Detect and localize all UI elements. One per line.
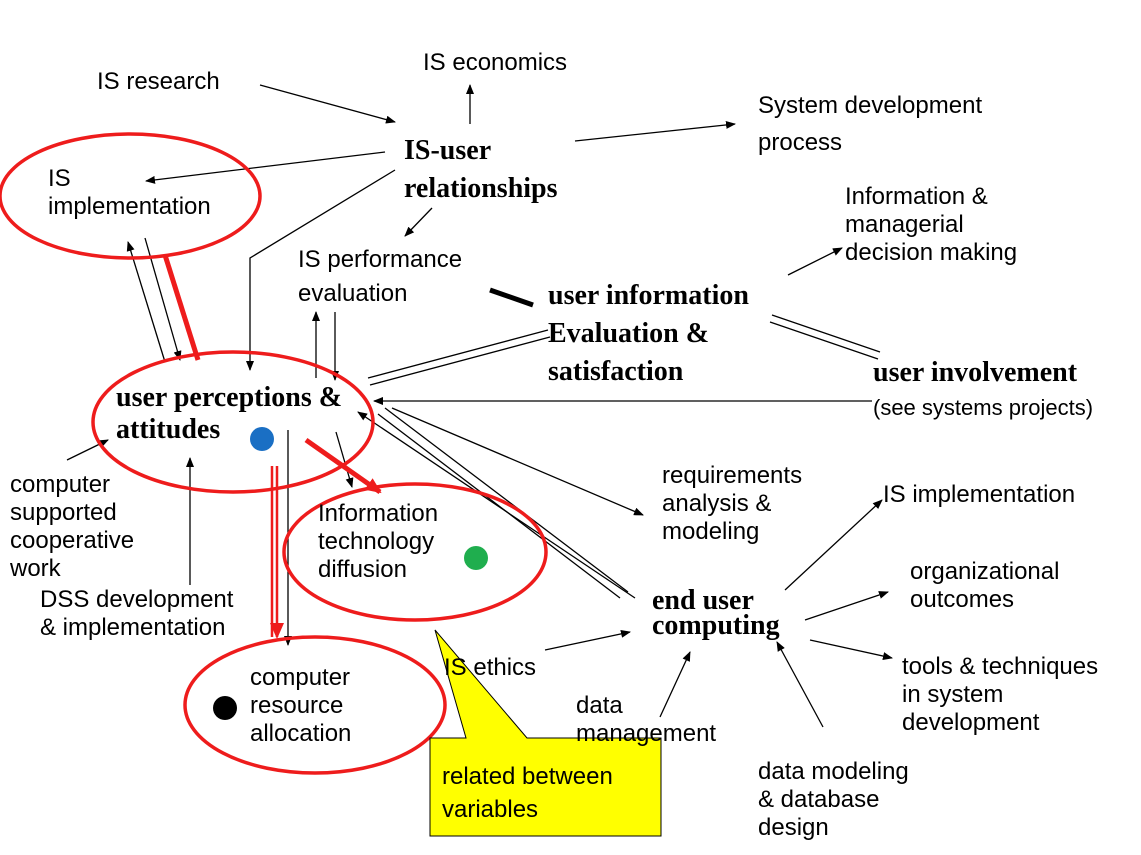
node-is-research: IS research [97, 68, 220, 95]
node-is-economics: IS economics [423, 49, 568, 76]
node-end-user-computing: end user computing [652, 585, 780, 641]
double-links [367, 314, 881, 599]
arrow-userinfo-to-managerial [787, 247, 843, 276]
red-link-implementation-perceptions [162, 254, 201, 361]
ellipse-computer-resource [183, 635, 447, 775]
arrow-datamgmt-to-enduser [659, 651, 691, 718]
arrow-perceptions-to-requirements [391, 407, 644, 516]
callout-box [429, 629, 662, 837]
ellipse-is-implementation [0, 132, 262, 260]
node-computer-resource: computer resource allocation [250, 664, 352, 747]
node-is-performance: IS performance evaluation [298, 246, 463, 307]
bold-dash [489, 287, 534, 308]
node-user-information: user information Evaluation & satisfacti… [548, 280, 749, 387]
arrow-relationships-to-perceptions [246, 169, 396, 371]
red-arrow-perceptions-to-diffusion [304, 437, 382, 495]
arrow-relationships-to-implementation [145, 151, 386, 184]
node-dss: DSS development & implementation [40, 586, 234, 641]
arrow-enduser-to-outcomes [804, 591, 889, 621]
ellipse-it-diffusion [282, 482, 548, 622]
node-cscw: computer supported cooperative work [10, 471, 135, 582]
arrow-perceptions-to-implementation [126, 241, 166, 363]
node-org-outcomes: organizational outcomes [910, 558, 1060, 613]
arrow-perceptions-to-diffusion [335, 431, 354, 488]
callout-text: related between variables [442, 763, 613, 823]
node-is-ethics: IS ethics [444, 654, 537, 681]
green-dot [464, 546, 488, 570]
node-is-implementation-right: IS implementation [883, 481, 1076, 508]
highlight-ellipses [0, 132, 548, 775]
arrow-datamodeling-to-enduser [776, 641, 824, 728]
node-is-user-relationships: IS-user relationships [404, 135, 558, 204]
arrow-research-to-relationships [259, 84, 396, 124]
node-user-involvement: user involvement [873, 357, 1078, 388]
node-it-diffusion: Information technology diffusion [318, 500, 439, 583]
arrow-relationships-to-performance [404, 207, 433, 237]
arrow-enduser-to-implementation [784, 499, 883, 591]
node-tools-techniques: tools & techniques in system development [902, 653, 1099, 736]
arrow-relationships-to-sysdev [574, 120, 736, 142]
node-user-perceptions: user perceptions & attitudes [116, 382, 343, 445]
arrow-enduser-to-tools [809, 639, 893, 660]
arrow-enduser-to-perceptions [357, 411, 636, 599]
blue-dot [250, 427, 274, 451]
red-emphasis-arrows [162, 254, 382, 639]
connectors [66, 84, 893, 728]
black-dot [213, 696, 237, 720]
node-is-implementation-left: IS implementation [48, 165, 211, 220]
node-data-modeling: data modeling & database design [758, 758, 909, 841]
node-information-managerial: Information & managerial decision making [845, 183, 1018, 266]
node-requirements: requirements analysis & modeling [662, 462, 803, 545]
arrow-cscw-to-perceptions [66, 439, 109, 461]
node-data-management: data management [576, 692, 717, 747]
node-system-development: System development process [758, 92, 983, 156]
arrow-ethics-to-enduser [544, 629, 631, 651]
node-user-involvement-note: (see systems projects) [873, 395, 1094, 420]
ellipse-user-perceptions [91, 350, 375, 494]
